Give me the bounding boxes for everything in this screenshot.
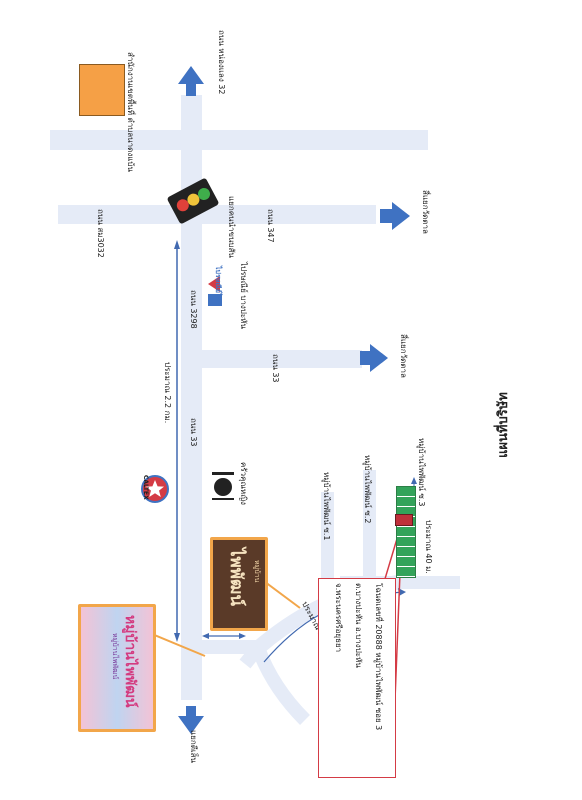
village-2-label: หมู่บ้านไพพัฒน์ ซ.2 bbox=[363, 455, 372, 524]
road-33-main-label: ถนน 33 bbox=[189, 418, 198, 447]
location-marker-icon bbox=[395, 514, 413, 526]
village-wood-sign: หมู่บ้าน ไพพัฒน์ bbox=[210, 537, 268, 631]
distance-end-label: ประมาณ 40 ม. bbox=[424, 520, 433, 574]
caltex-label: CALTEX bbox=[142, 475, 149, 500]
pink-sign-subtitle: หมู่บ้านไพพัฒน์ bbox=[111, 633, 119, 680]
district-office-label: สำนักงานเขตพื้นที่ ตำบลนาดงแบ้น bbox=[126, 52, 135, 172]
north-road-label: ถนน หน่องแลง 32 bbox=[217, 30, 226, 95]
address-box: โฉนดเลขที่ 20888 หมู่บ้านไพพัฒน์ ซอย 3 ต… bbox=[318, 578, 396, 778]
map-title: แผนที่บริษัท bbox=[496, 392, 511, 458]
address-line-3: จ.พระนครศรีอยุธยา bbox=[334, 583, 343, 653]
road-3032-347 bbox=[58, 205, 376, 224]
soi-2-road bbox=[363, 470, 376, 582]
wood-sign-title: หมู่บ้าน bbox=[253, 560, 261, 583]
post-office-logo-icon bbox=[204, 264, 226, 308]
restaurant-icon bbox=[212, 472, 236, 500]
village-1-label: หมู่บ้านไพพัฒน์ ซ.1 bbox=[322, 472, 331, 541]
pink-sign-title: หมู่บ้านไพพัฒน์ bbox=[122, 615, 138, 708]
village-lots bbox=[396, 486, 416, 578]
road-3032-label: ถนน สม3032 bbox=[96, 209, 105, 258]
caltex-logo-icon bbox=[141, 475, 169, 503]
main-road-vertical bbox=[181, 95, 202, 700]
road-3298-label: ถนน 3298 bbox=[189, 290, 198, 329]
direction-arrow-icon bbox=[178, 66, 410, 734]
south-destination: แยกตีเส็น bbox=[189, 730, 198, 763]
address-line-1: โฉนดเลขที่ 20888 หมู่บ้านไพพัฒน์ ซอย 3 bbox=[374, 583, 383, 731]
east-mid-destination: สี่แยกวัดตาล bbox=[399, 334, 408, 378]
wood-sign-name: ไพพัฒน์ bbox=[226, 548, 246, 606]
distance-main-label: ประมาณ 2.2 กม. bbox=[163, 362, 172, 424]
village-3-label: หมู่บ้านไพพัฒน์ ซ.3 bbox=[417, 438, 426, 507]
road-top-horizontal bbox=[50, 130, 428, 150]
district-office-block bbox=[79, 64, 125, 116]
restaurant-label: ครัวคุณหญิง bbox=[239, 462, 248, 505]
road-33-east-label: ถนน 33 bbox=[271, 354, 280, 383]
road-33-east bbox=[190, 350, 362, 368]
road-347-label: ถนน 347 bbox=[266, 209, 275, 243]
soi-1-road bbox=[321, 492, 334, 592]
address-line-2: ต.บางปะหัน อ.บางปะหัน bbox=[354, 583, 363, 668]
post-office-label: ไปรษณีย์ บางปะหัน bbox=[239, 262, 248, 329]
east-top-destination: สี่แยกวัดตาล bbox=[421, 190, 430, 234]
junction-label: แยกคนนำขนบสัน bbox=[227, 196, 236, 258]
post-logo-text: ไปรษณีย์ไทย bbox=[214, 266, 222, 306]
village-pink-sign: หมู่บ้านไพพัฒน์ หมู่บ้านไพพัฒน์ bbox=[78, 604, 156, 732]
